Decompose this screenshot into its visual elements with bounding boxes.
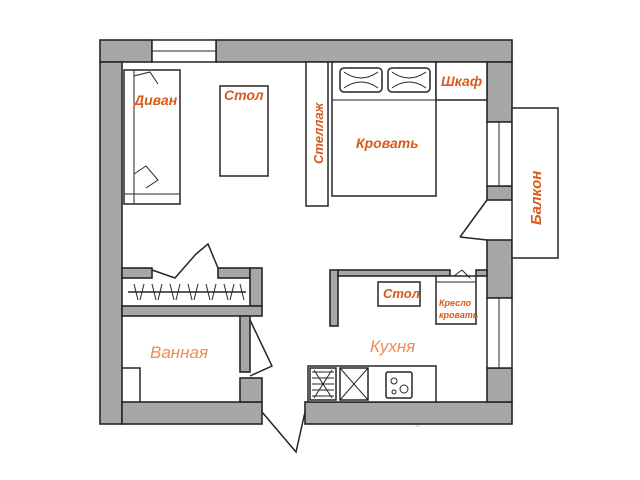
armchair-bed: Кресло кровать: [435, 269, 478, 325]
balcony-outline: [511, 107, 559, 259]
closet-rod: [128, 283, 246, 301]
sofa-label: Диван: [133, 92, 178, 108]
closet-door: [151, 242, 219, 279]
wardrobe: Шкаф: [435, 61, 488, 101]
bathroom: Ванная: [122, 343, 208, 402]
interior-walls: [121, 267, 488, 403]
bed: Кровать: [331, 61, 437, 197]
entrance-door: [261, 402, 306, 454]
kitchen-label: Кухня: [370, 337, 415, 356]
balcony-door: [459, 199, 488, 241]
sofa: Диван: [123, 69, 181, 205]
armchair-bed-label-1: Кресло: [439, 298, 472, 308]
bed-label: Кровать: [356, 135, 419, 151]
wardrobe-label: Шкаф: [441, 73, 482, 89]
balcony-label: Балкон: [528, 171, 545, 225]
walls: [99, 39, 513, 425]
kitchen-table: Стол: [377, 281, 421, 307]
bathroom-label: Ванная: [150, 343, 208, 362]
kitchen-counter: [307, 365, 437, 403]
balcony: Балкон: [511, 107, 559, 259]
shelving-label: Стеллаж: [311, 101, 326, 164]
armchair-bed-label-2: кровать: [439, 310, 478, 320]
shelving: Стеллаж: [305, 61, 329, 207]
kitchen-table-label: Стол: [383, 286, 420, 301]
living-table-label: Стол: [224, 87, 264, 103]
bathroom-door: [249, 319, 274, 377]
living-table: Стол: [219, 85, 269, 177]
stove: [385, 371, 413, 399]
